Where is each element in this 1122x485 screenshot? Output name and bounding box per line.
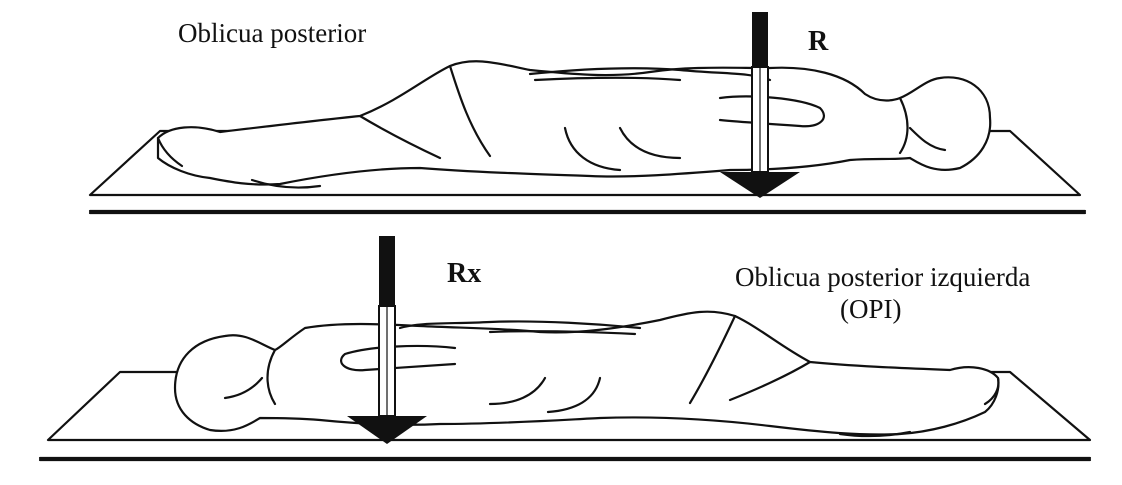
patient-figure-bottom bbox=[175, 312, 998, 437]
caption-top: Oblicua posterior bbox=[178, 18, 366, 49]
top-panel: Oblicua posterior R bbox=[30, 8, 1122, 223]
caption-bottom-line2: (OPI) bbox=[840, 294, 902, 325]
bottom-panel: Rx Oblicua posterior izquierda (OPI) bbox=[0, 228, 1108, 485]
caption-bottom-line1: Oblicua posterior izquierda bbox=[735, 262, 1030, 293]
beam-label-bottom: Rx bbox=[447, 258, 481, 290]
beam-label-top: R bbox=[808, 26, 828, 58]
